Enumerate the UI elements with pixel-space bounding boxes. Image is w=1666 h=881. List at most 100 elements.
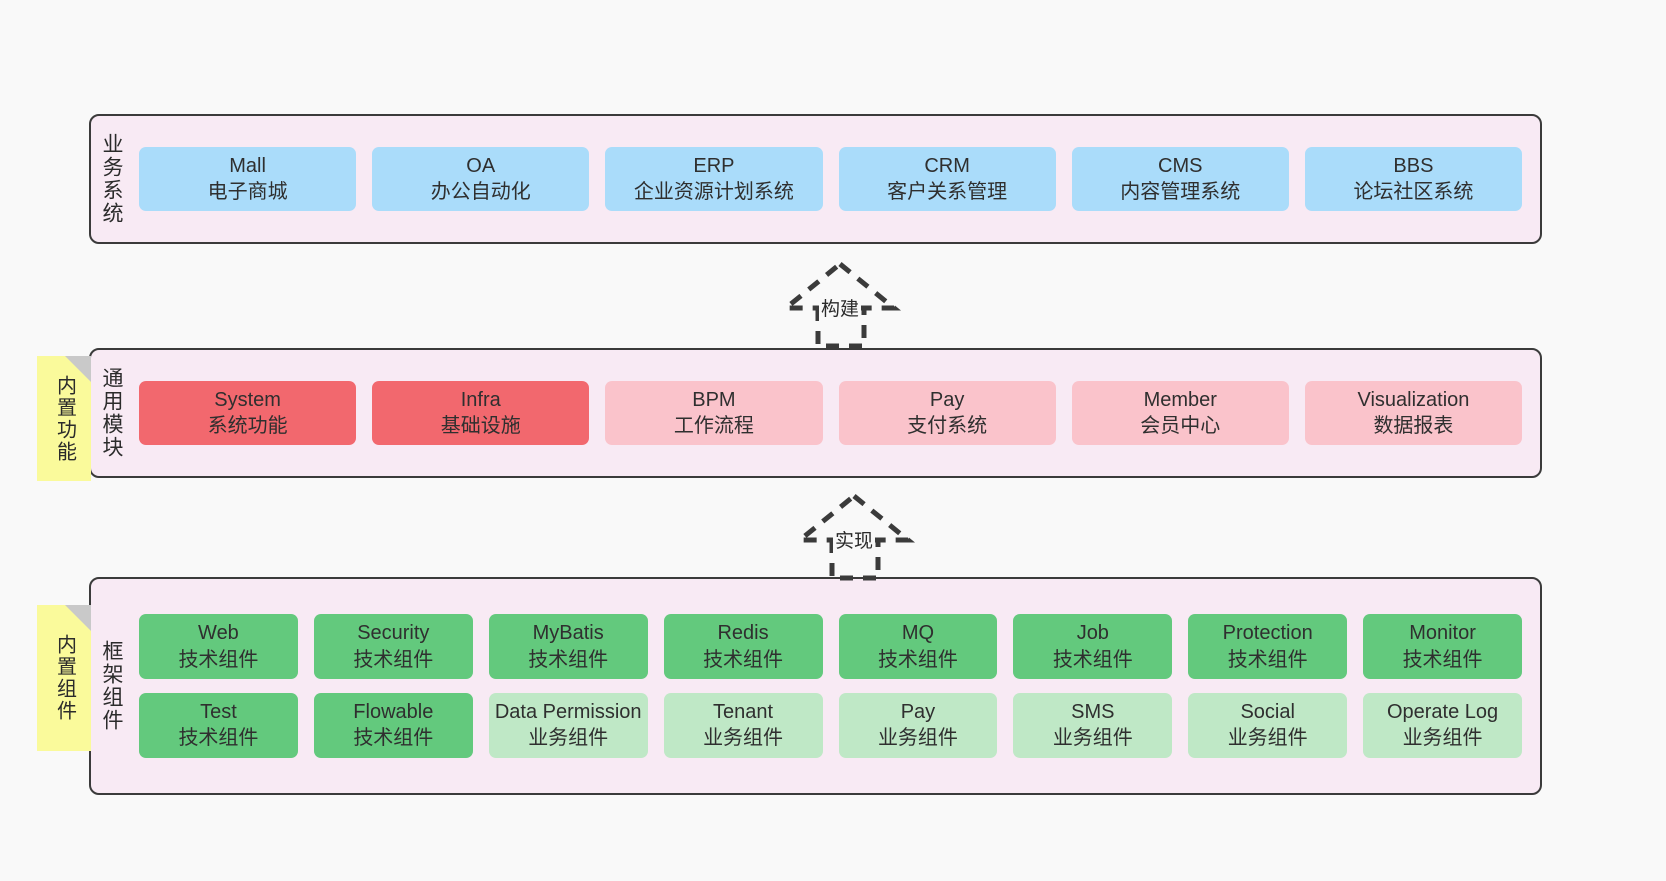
card-data-permission-desc: 业务组件	[528, 727, 609, 750]
card-crm-desc: 客户关系管理	[887, 181, 1008, 203]
card-social-name: Social	[1240, 701, 1295, 723]
connector-implement: 实现	[774, 490, 934, 581]
card-infra[interactable]: Infra 基础设施	[372, 380, 590, 446]
card-social-desc: 业务组件	[1227, 727, 1308, 750]
card-data-permission-name: Data Permission	[494, 701, 642, 723]
card-bpm-desc: 工作流程	[673, 415, 754, 437]
card-flowable[interactable]: Flowable 技术组件	[313, 693, 473, 758]
card-security[interactable]: Security 技术组件	[313, 614, 473, 679]
layer-title-business: 业务系统	[100, 133, 124, 225]
card-test[interactable]: Test 技术组件	[139, 693, 298, 758]
connector-implement-label: 实现	[832, 526, 876, 553]
card-bbs-desc: 论坛社区系统	[1353, 181, 1474, 203]
card-job[interactable]: Job 技术组件	[1013, 614, 1173, 679]
card-visualization[interactable]: Visualization 数据报表	[1304, 380, 1523, 446]
card-mybatis-desc: 技术组件	[528, 648, 609, 671]
card-data-permission[interactable]: Data Permission 业务组件	[488, 693, 648, 758]
card-pay-business[interactable]: Pay 业务组件	[838, 693, 998, 758]
card-cms[interactable]: CMS 内容管理系统	[1071, 146, 1289, 212]
framework-card-row-business: Test 技术组件 Flowable 技术组件 Data Permission …	[139, 693, 1522, 758]
card-web-name: Web	[198, 622, 239, 645]
card-monitor-name: Monitor	[1409, 622, 1476, 645]
card-mybatis[interactable]: MyBatis 技术组件	[488, 614, 648, 679]
card-bbs[interactable]: BBS 论坛社区系统	[1304, 146, 1523, 212]
layer-framework-body: Web 技术组件 Security 技术组件 MyBatis 技术组件 Redi…	[131, 579, 1540, 793]
card-infra-name: Infra	[460, 388, 501, 411]
layer-framework-components: 框架组件 Web 技术组件 Security 技术组件 MyBatis 技术组件…	[89, 577, 1542, 795]
card-erp[interactable]: ERP 企业资源计划系统	[605, 146, 823, 212]
card-member[interactable]: Member 会员中心	[1071, 380, 1289, 446]
card-monitor[interactable]: Monitor 技术组件	[1363, 614, 1522, 679]
sticky-common-label: 内置功能	[53, 374, 76, 463]
card-operate-log-name: Operate Log	[1386, 701, 1499, 723]
card-sms-desc: 业务组件	[1052, 727, 1133, 750]
layer-common-body: System 系统功能 Infra 基础设施 BPM 工作流程 Pay 支付系统…	[131, 350, 1540, 476]
card-system-desc: 系统功能	[207, 415, 288, 437]
card-security-desc: 技术组件	[353, 648, 434, 671]
card-pay-name: Pay	[929, 388, 965, 411]
sticky-fold-corner-icon	[65, 605, 91, 631]
layer-business-body: Mall 电子商城 OA 办公自动化 ERP 企业资源计划系统 CRM 客户关系…	[131, 116, 1540, 242]
card-mq[interactable]: MQ 技术组件	[838, 614, 998, 679]
layer-title-framework: 框架组件	[100, 640, 124, 732]
card-cms-desc: 内容管理系统	[1120, 181, 1241, 203]
sticky-note-builtin-components: 内置组件	[37, 605, 91, 751]
card-mall-desc: 电子商城	[207, 181, 288, 203]
business-card-row: Mall 电子商城 OA 办公自动化 ERP 企业资源计划系统 CRM 客户关系…	[139, 146, 1523, 212]
card-member-desc: 会员中心	[1140, 415, 1221, 437]
card-operate-log[interactable]: Operate Log 业务组件	[1363, 693, 1522, 758]
framework-card-row-technical: Web 技术组件 Security 技术组件 MyBatis 技术组件 Redi…	[139, 614, 1522, 679]
card-tenant-name: Tenant	[713, 701, 774, 723]
card-pay-business-desc: 业务组件	[877, 727, 958, 750]
connector-build: 构建	[760, 258, 920, 349]
card-crm-name: CRM	[924, 154, 970, 177]
card-web-desc: 技术组件	[178, 648, 259, 671]
card-mall[interactable]: Mall 电子商城	[139, 146, 357, 212]
card-oa[interactable]: OA 办公自动化	[372, 146, 590, 212]
card-infra-desc: 基础设施	[440, 415, 521, 437]
sticky-fold-corner-icon	[65, 356, 91, 382]
card-visualization-name: Visualization	[1357, 388, 1470, 411]
connector-build-label: 构建	[818, 294, 862, 321]
card-test-desc: 技术组件	[178, 727, 259, 750]
card-bbs-name: BBS	[1393, 154, 1434, 177]
sticky-note-builtin-features: 内置功能	[37, 356, 91, 481]
card-web[interactable]: Web 技术组件	[139, 614, 298, 679]
card-protection-desc: 技术组件	[1227, 648, 1308, 671]
card-protection[interactable]: Protection 技术组件	[1188, 614, 1348, 679]
card-tenant[interactable]: Tenant 业务组件	[663, 693, 823, 758]
build-stem	[815, 308, 867, 349]
layer-title-common: 通用模块	[100, 367, 124, 459]
card-tenant-desc: 业务组件	[703, 727, 784, 750]
card-redis-name: Redis	[717, 622, 769, 645]
card-pay-business-name: Pay	[900, 701, 936, 723]
card-bpm[interactable]: BPM 工作流程	[605, 380, 823, 446]
card-crm[interactable]: CRM 客户关系管理	[838, 146, 1056, 212]
card-bpm-name: BPM	[692, 388, 736, 411]
layer-business-systems: 业务系统 Mall 电子商城 OA 办公自动化 ERP 企业资源计划系统 CRM…	[89, 114, 1542, 244]
card-erp-name: ERP	[693, 154, 735, 177]
card-redis-desc: 技术组件	[703, 648, 784, 671]
card-erp-desc: 企业资源计划系统	[633, 181, 794, 203]
card-mq-name: MQ	[901, 622, 935, 645]
sticky-framework-label: 内置组件	[53, 634, 76, 722]
card-test-name: Test	[200, 701, 237, 723]
card-oa-name: OA	[466, 154, 496, 177]
card-sms[interactable]: SMS 业务组件	[1013, 693, 1173, 758]
card-oa-desc: 办公自动化	[430, 181, 531, 203]
card-operate-log-desc: 业务组件	[1402, 727, 1483, 750]
common-card-row: System 系统功能 Infra 基础设施 BPM 工作流程 Pay 支付系统…	[139, 380, 1523, 446]
card-system[interactable]: System 系统功能	[139, 380, 357, 446]
card-mall-name: Mall	[229, 154, 266, 177]
card-visualization-desc: 数据报表	[1373, 415, 1454, 437]
card-social[interactable]: Social 业务组件	[1188, 693, 1348, 758]
card-redis[interactable]: Redis 技术组件	[663, 614, 823, 679]
card-member-name: Member	[1143, 388, 1217, 411]
implement-stem	[829, 540, 881, 581]
card-job-name: Job	[1076, 622, 1109, 645]
card-protection-name: Protection	[1222, 622, 1313, 645]
card-pay[interactable]: Pay 支付系统	[838, 380, 1056, 446]
layer-common-modules: 通用模块 System 系统功能 Infra 基础设施 BPM 工作流程 Pay…	[89, 348, 1542, 478]
card-pay-desc: 支付系统	[907, 415, 988, 437]
